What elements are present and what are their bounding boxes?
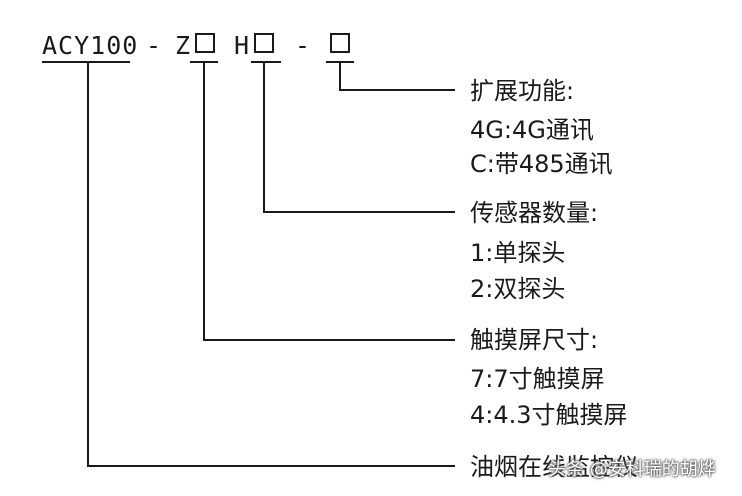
leader-prefix bbox=[87, 62, 455, 467]
leader-h bbox=[263, 62, 455, 213]
product-name: 油烟在线监控仪 bbox=[470, 453, 638, 481]
code-z: Z bbox=[175, 31, 192, 60]
code-box-ext bbox=[330, 33, 350, 53]
group-title-extension: 扩展功能: bbox=[470, 77, 575, 105]
option-extension-4g: 4G:4G通讯 bbox=[470, 116, 594, 144]
code-dash-2: - bbox=[295, 31, 312, 60]
option-touchscreen-7: 7:7寸触摸屏 bbox=[470, 365, 605, 393]
group-title-sensor-count: 传感器数量: bbox=[470, 199, 599, 227]
code-prefix: ACY100 bbox=[42, 31, 139, 60]
leader-z bbox=[203, 62, 455, 341]
option-extension-485: C:带485通讯 bbox=[470, 150, 613, 178]
group-title-touchscreen: 触摸屏尺寸: bbox=[470, 326, 599, 354]
option-sensor-single: 1:单探头 bbox=[470, 239, 566, 267]
code-h: H bbox=[234, 31, 251, 60]
code-box-z bbox=[195, 33, 215, 53]
watermark: 头条 @安科瑞的胡烨 bbox=[548, 459, 716, 480]
option-touchscreen-43: 4:4.3寸触摸屏 bbox=[470, 401, 628, 429]
code-dash-1: - bbox=[146, 31, 163, 60]
leader-ext bbox=[339, 62, 455, 91]
option-sensor-double: 2:双探头 bbox=[470, 275, 566, 303]
code-box-h bbox=[254, 33, 274, 53]
